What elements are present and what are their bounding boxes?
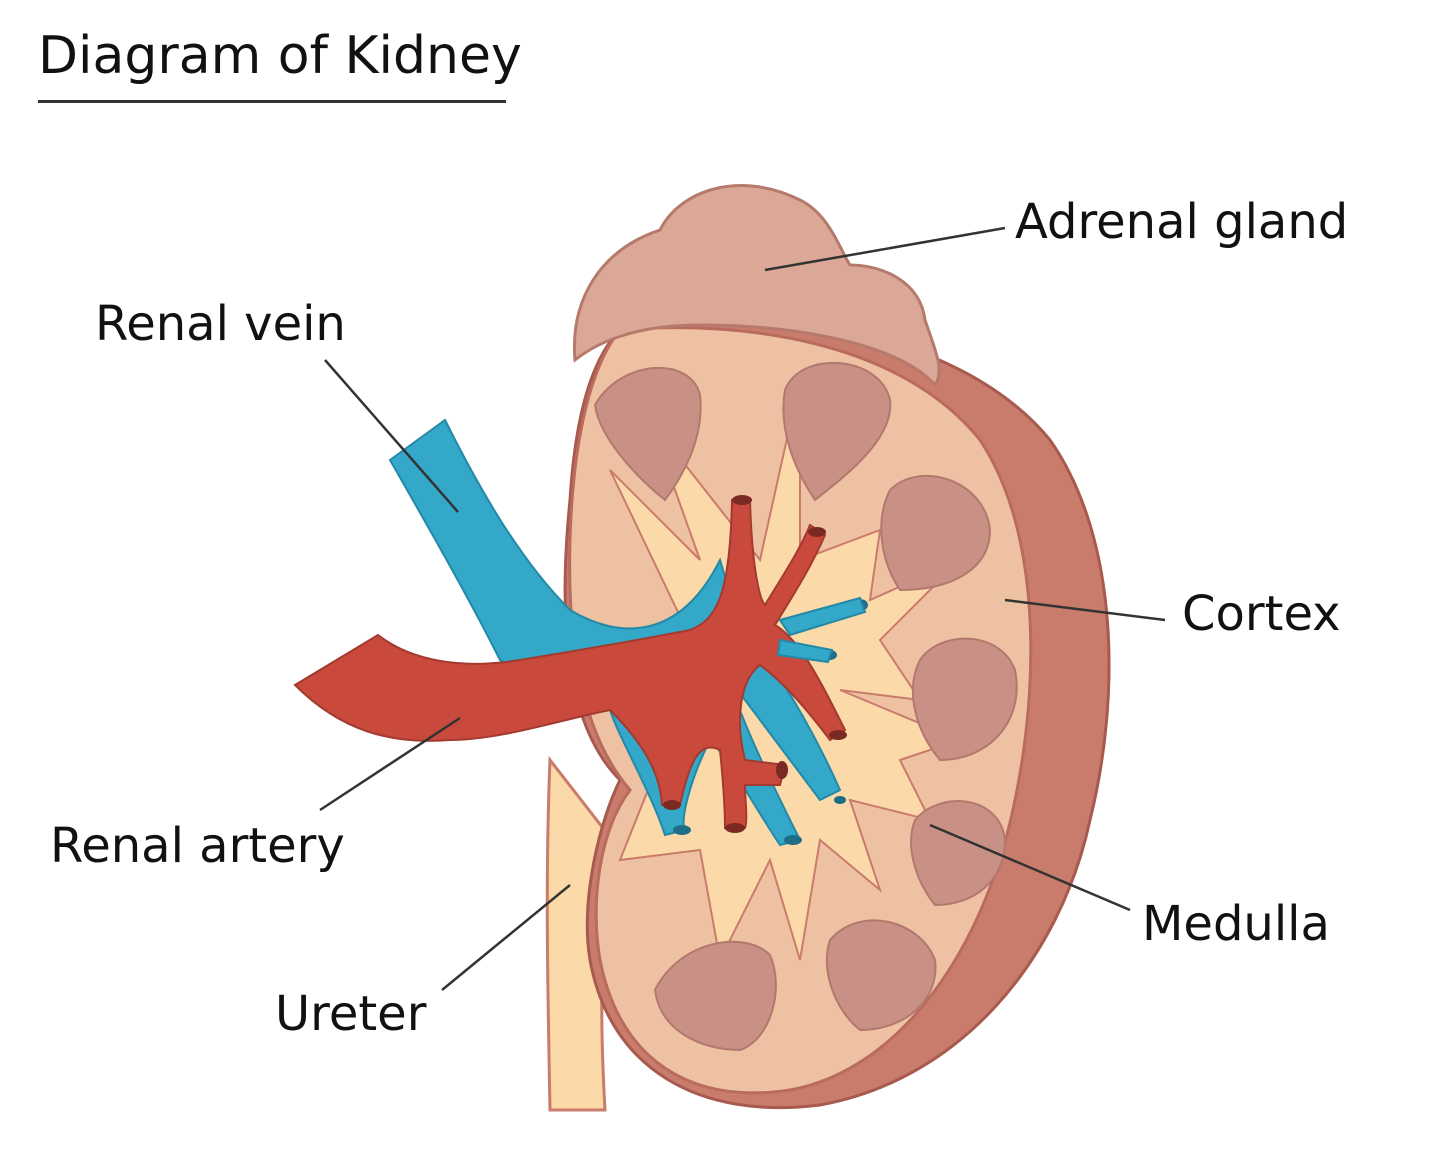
- medulla-pyramids: [593, 361, 1018, 1052]
- leader-renal-vein: [324, 359, 459, 513]
- pyramid-6: [653, 940, 777, 1052]
- pyramid-7: [825, 919, 937, 1032]
- pyramid-3: [880, 474, 992, 592]
- label-ureter: Ureter: [275, 986, 427, 1042]
- title-underline: [38, 100, 506, 103]
- renal-artery-shape: [293, 499, 847, 829]
- vein-branch-upper: [778, 596, 867, 637]
- pyramid-4: [912, 637, 1018, 762]
- leader-cortex: [1004, 598, 1166, 622]
- leader-medulla: [929, 823, 1131, 912]
- label-medulla: Medulla: [1142, 896, 1330, 952]
- label-renal-artery: Renal artery: [50, 818, 345, 874]
- label-cortex: Cortex: [1182, 586, 1341, 642]
- leader-ureter: [441, 884, 571, 991]
- label-adrenal-gland: Adrenal gland: [1015, 194, 1349, 250]
- vein-branch-middle: [776, 638, 834, 664]
- diagram-title: Diagram of Kidney: [38, 26, 522, 86]
- pyramid-2: [782, 361, 892, 502]
- label-renal-vein: Renal vein: [95, 296, 346, 352]
- adrenal-gland-shape: [572, 184, 941, 388]
- leader-renal-artery: [319, 716, 461, 812]
- leader-adrenal-gland: [764, 226, 1006, 272]
- pyramid-1: [593, 366, 702, 502]
- leader-lines: [319, 226, 1166, 991]
